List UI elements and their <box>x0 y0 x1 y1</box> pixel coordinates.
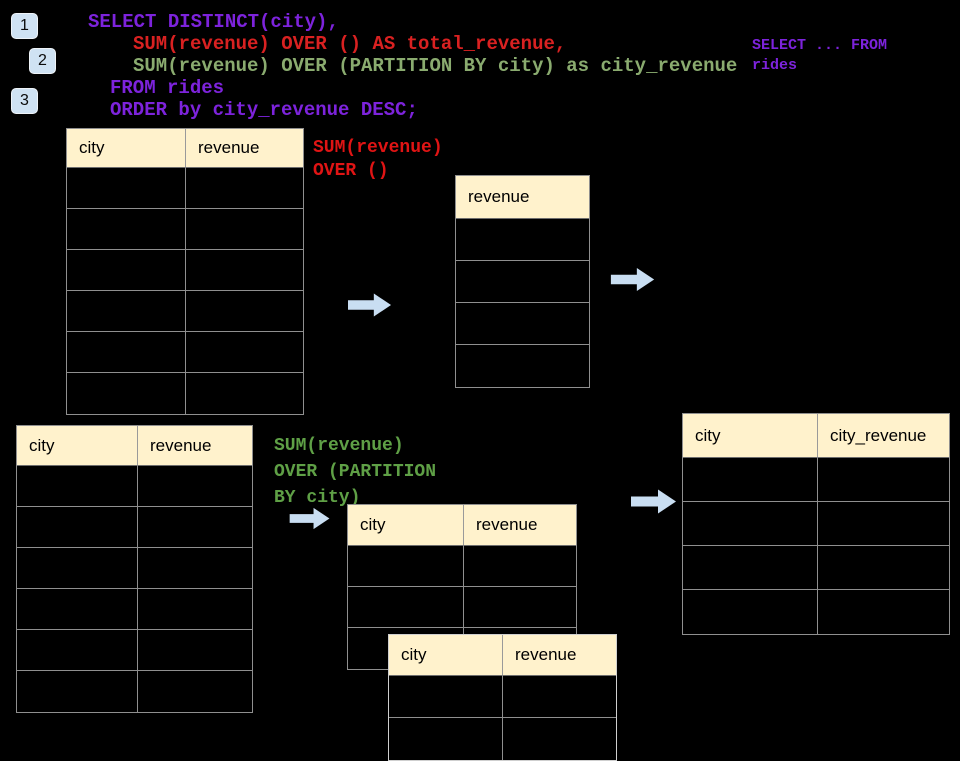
table-cell <box>67 291 186 332</box>
table-cell <box>17 466 138 507</box>
table-header-cell: revenue <box>186 129 303 168</box>
table-cell <box>186 373 303 414</box>
table-cell <box>456 345 589 387</box>
table-cell <box>186 209 303 250</box>
arrow-right-icon <box>631 489 676 514</box>
table-cell <box>67 250 186 291</box>
table-cell <box>818 546 949 590</box>
table-cell <box>186 291 303 332</box>
table-header-cell: city <box>348 505 464 546</box>
annotation-partition-line1: SUM(revenue) <box>274 436 404 456</box>
sql-line-order-by: ORDER by city_revenue DESC; <box>110 99 418 121</box>
table-cell <box>138 671 252 712</box>
arrow-right-icon <box>289 507 330 530</box>
table-cell <box>389 718 503 760</box>
table-cell <box>17 630 138 671</box>
annotation-total-line2: OVER () <box>313 161 389 181</box>
sql-line-select: SELECT DISTINCT(city), <box>88 11 339 33</box>
side-note-select-from-rides: SELECT ... FROM rides <box>752 36 887 76</box>
arrow-right-icon <box>610 267 655 292</box>
table-cell <box>456 219 589 261</box>
table-cell <box>186 250 303 291</box>
table-cell <box>17 589 138 630</box>
table-cell <box>186 168 303 209</box>
table-cell <box>17 671 138 712</box>
table-header-cell: city <box>17 426 138 466</box>
table-cell <box>17 507 138 548</box>
table-cell <box>683 546 818 590</box>
sql-line-total-revenue: SUM(revenue) OVER () AS total_revenue, <box>133 33 567 55</box>
table-cell <box>456 303 589 345</box>
sql-line-from: FROM rides <box>110 77 225 99</box>
table-header-cell: revenue <box>464 505 576 546</box>
step-badge-1: 1 <box>11 13 38 39</box>
table-cell <box>17 548 138 589</box>
table-cell <box>348 546 464 587</box>
arrow-right-icon <box>610 267 655 292</box>
step-badge-3: 3 <box>11 88 38 114</box>
table-cell <box>818 458 949 502</box>
annotation-partition-line3: BY city) <box>274 488 361 508</box>
table-cell <box>138 630 252 671</box>
annotation-total-line1: SUM(revenue) <box>313 138 443 158</box>
table-cell <box>67 209 186 250</box>
table-cell <box>683 502 818 546</box>
table-cell <box>818 502 949 546</box>
annotation-partition-line2: OVER (PARTITION <box>274 462 437 482</box>
side-note-line2: rides <box>752 57 798 74</box>
side-note-line1: SELECT ... FROM <box>752 37 888 54</box>
table-cell <box>389 676 503 718</box>
table-header-cell: revenue <box>503 635 616 676</box>
table-cell <box>464 546 576 587</box>
table-header-cell: city <box>67 129 186 168</box>
table-cell <box>138 589 252 630</box>
arrow-right-icon <box>289 507 330 530</box>
table-cell <box>138 507 252 548</box>
table-header-cell: city <box>683 414 818 458</box>
table-cell <box>683 458 818 502</box>
table-cell <box>683 590 818 634</box>
table-cell <box>503 718 616 760</box>
arrow-right-icon <box>348 293 392 317</box>
table-cell <box>348 587 464 628</box>
annotation-total-revenue: SUM(revenue) OVER () <box>313 137 443 183</box>
table-header-cell: city <box>389 635 503 676</box>
table-header-cell: city_revenue <box>818 414 949 458</box>
arrow-right-icon <box>631 489 676 514</box>
table-cell <box>67 373 186 414</box>
table-cell <box>67 332 186 373</box>
step-badge-2: 2 <box>29 48 56 74</box>
table-cell <box>818 590 949 634</box>
table-header-cell: revenue <box>138 426 252 466</box>
table-cell <box>138 548 252 589</box>
table-header-cell: revenue <box>456 176 589 219</box>
table-cell <box>456 261 589 303</box>
table-cell <box>138 466 252 507</box>
table-cell <box>503 676 616 718</box>
total-revenue-table: revenue <box>455 175 590 388</box>
table-cell <box>186 332 303 373</box>
annotation-partition: SUM(revenue) OVER (PARTITION BY city) <box>274 433 436 511</box>
sql-line-partition: SUM(revenue) OVER (PARTITION BY city) as… <box>133 55 738 77</box>
table-cell <box>67 168 186 209</box>
table-cell <box>464 587 576 628</box>
arrow-right-icon <box>348 293 392 317</box>
